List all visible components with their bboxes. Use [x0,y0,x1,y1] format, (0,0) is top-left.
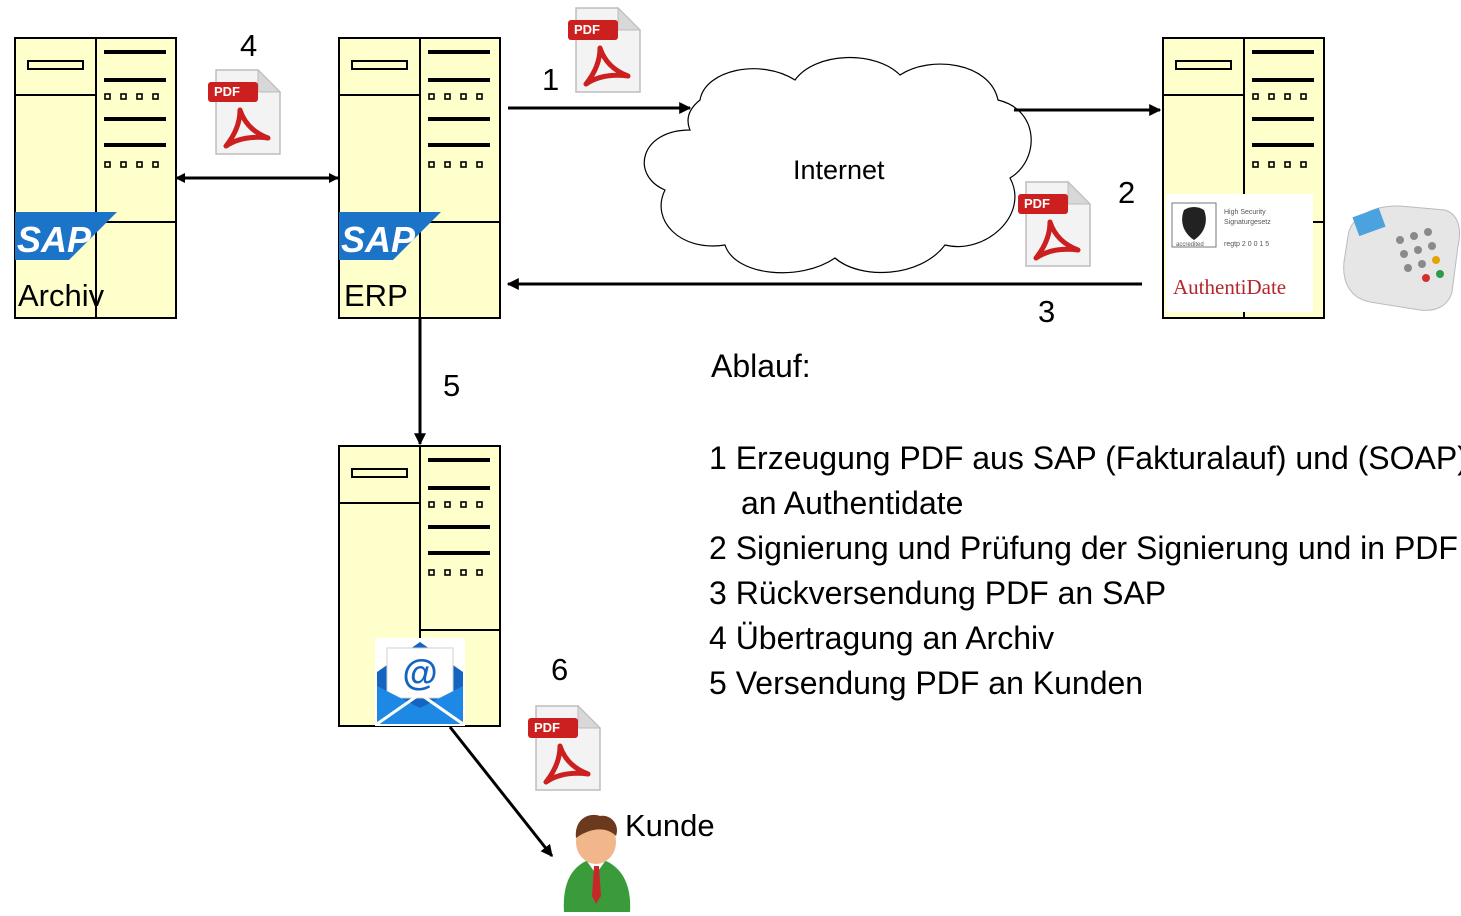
svg-text:AuthentiDate: AuthentiDate [1173,275,1286,299]
svg-text:Signaturgesetz: Signaturgesetz [1224,219,1271,226]
process-step: 2 Signierung und Prüfung der Signierung … [709,530,1458,566]
erp-server [338,37,501,319]
step-marker-6: 6 [551,652,569,687]
svg-text:PDF: PDF [574,22,600,37]
pdf-icon-customer [528,706,600,790]
pdf-icon-outgoing [568,8,640,92]
customer-label: Kunde [625,808,715,843]
erp-label: ERP [344,278,408,313]
pdf-icon-archive [208,70,280,154]
step-marker-1: 1 [542,62,560,97]
svg-text:regtp 2 0 0 1 5: regtp 2 0 0 1 5 [1224,241,1269,248]
step-marker-5: 5 [443,368,461,403]
internet-cloud [643,57,1032,274]
email-at-icon: @ [375,638,465,726]
svg-text:High Security: High Security [1224,209,1266,216]
step-marker-3: 3 [1038,294,1056,329]
process-step: 1 Erzeugung PDF aus SAP (Fakturalauf) un… [709,440,1461,521]
process-step: 4 Übertragung an Archiv [709,620,1055,656]
svg-text:PDF: PDF [1024,196,1050,211]
process-title: Ablauf: [711,348,811,384]
card-reader-icon [1343,205,1460,311]
archive-label: Archiv [18,278,105,313]
process-step: 3 Rückversendung PDF an SAP [709,575,1167,611]
svg-text:PDF: PDF [214,84,240,99]
authentidate-badge: High Security Signaturgesetz accredited … [1166,194,1313,312]
process-step: 5 Versendung PDF an Kunden [709,665,1144,701]
step-marker-4: 4 [240,28,258,63]
svg-text:SAP: SAP [341,219,416,260]
sap-logo-erp: SAP [339,212,441,260]
svg-text:SAP: SAP [17,219,92,260]
svg-text:accredited: accredited [1176,242,1204,248]
archive-server [14,37,177,319]
pdf-icon-signed [1018,182,1090,266]
process-steps-list: 1 Erzeugung PDF aus SAP (Fakturalauf) un… [709,436,1461,706]
sap-logo-archive: SAP [15,212,117,260]
step-marker-2: 2 [1118,175,1136,210]
arrow-mail-customer [448,726,554,857]
internet-label: Internet [793,155,885,185]
svg-text:@: @ [402,652,437,693]
svg-text:PDF: PDF [534,720,560,735]
customer-avatar-icon [563,814,631,912]
